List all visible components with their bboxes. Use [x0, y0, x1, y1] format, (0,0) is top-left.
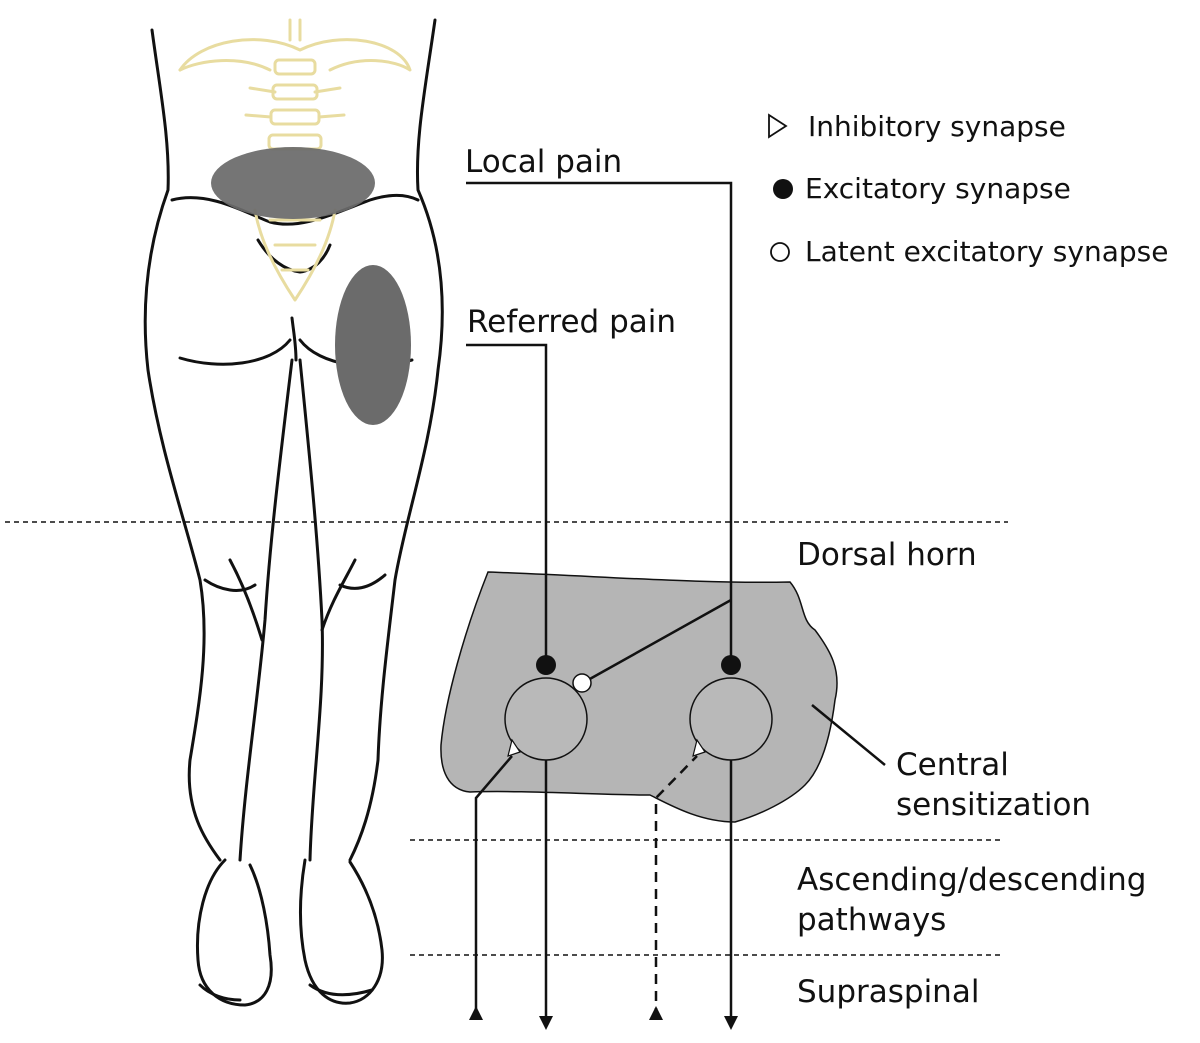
excitatory-synapse-referred: [536, 655, 556, 675]
inhibitory-synapse-right: [692, 738, 706, 757]
inhibitory-legend-icon: [768, 113, 788, 139]
dorsal-horn-shape: [440, 571, 838, 823]
central-sensitization-label-2: sensitization: [896, 787, 1091, 823]
local-pain-pathway: [466, 181, 733, 660]
latent-branch-line: [587, 598, 732, 682]
local-pain-label: Local pain: [465, 144, 622, 180]
supraspinal-label: Supraspinal: [797, 974, 979, 1010]
legend-latent-label: Latent excitatory synapse: [805, 235, 1168, 268]
local-pain-area: [211, 147, 375, 219]
ascending-descending-label-2: pathways: [797, 902, 946, 938]
descending-inhibitory-left: [474, 755, 513, 1018]
inhibitory-synapse-left: [507, 738, 521, 757]
latent-synapse: [572, 673, 592, 693]
latent-legend-icon: [770, 242, 790, 262]
ascending-descending-label-1: Ascending/descending: [797, 862, 1146, 898]
referred-output-arrowhead: [539, 1016, 553, 1030]
body-outline: [143, 18, 444, 1007]
left-up-arrowhead: [469, 1006, 483, 1020]
right-up-arrowhead: [649, 1006, 663, 1020]
legend: Inhibitory synapse Excitatory synapse La…: [768, 110, 1168, 268]
referred-pain-pathway: [466, 343, 548, 660]
excitatory-legend-icon: [773, 179, 793, 199]
legend-excitatory-label: Excitatory synapse: [805, 172, 1071, 205]
local-output-arrowhead: [724, 1016, 738, 1030]
central-sensitization-pointer: [811, 704, 886, 766]
referred-pain-area: [335, 265, 411, 425]
central-sensitization-label-1: Central: [896, 747, 1009, 783]
descending-inhibitory-right-dashed: [654, 755, 698, 1018]
legend-inhibitory-label: Inhibitory synapse: [808, 110, 1066, 143]
excitatory-synapse-local: [721, 655, 741, 675]
referred-pain-label: Referred pain: [467, 304, 676, 340]
dorsal-horn-label: Dorsal horn: [797, 537, 977, 573]
